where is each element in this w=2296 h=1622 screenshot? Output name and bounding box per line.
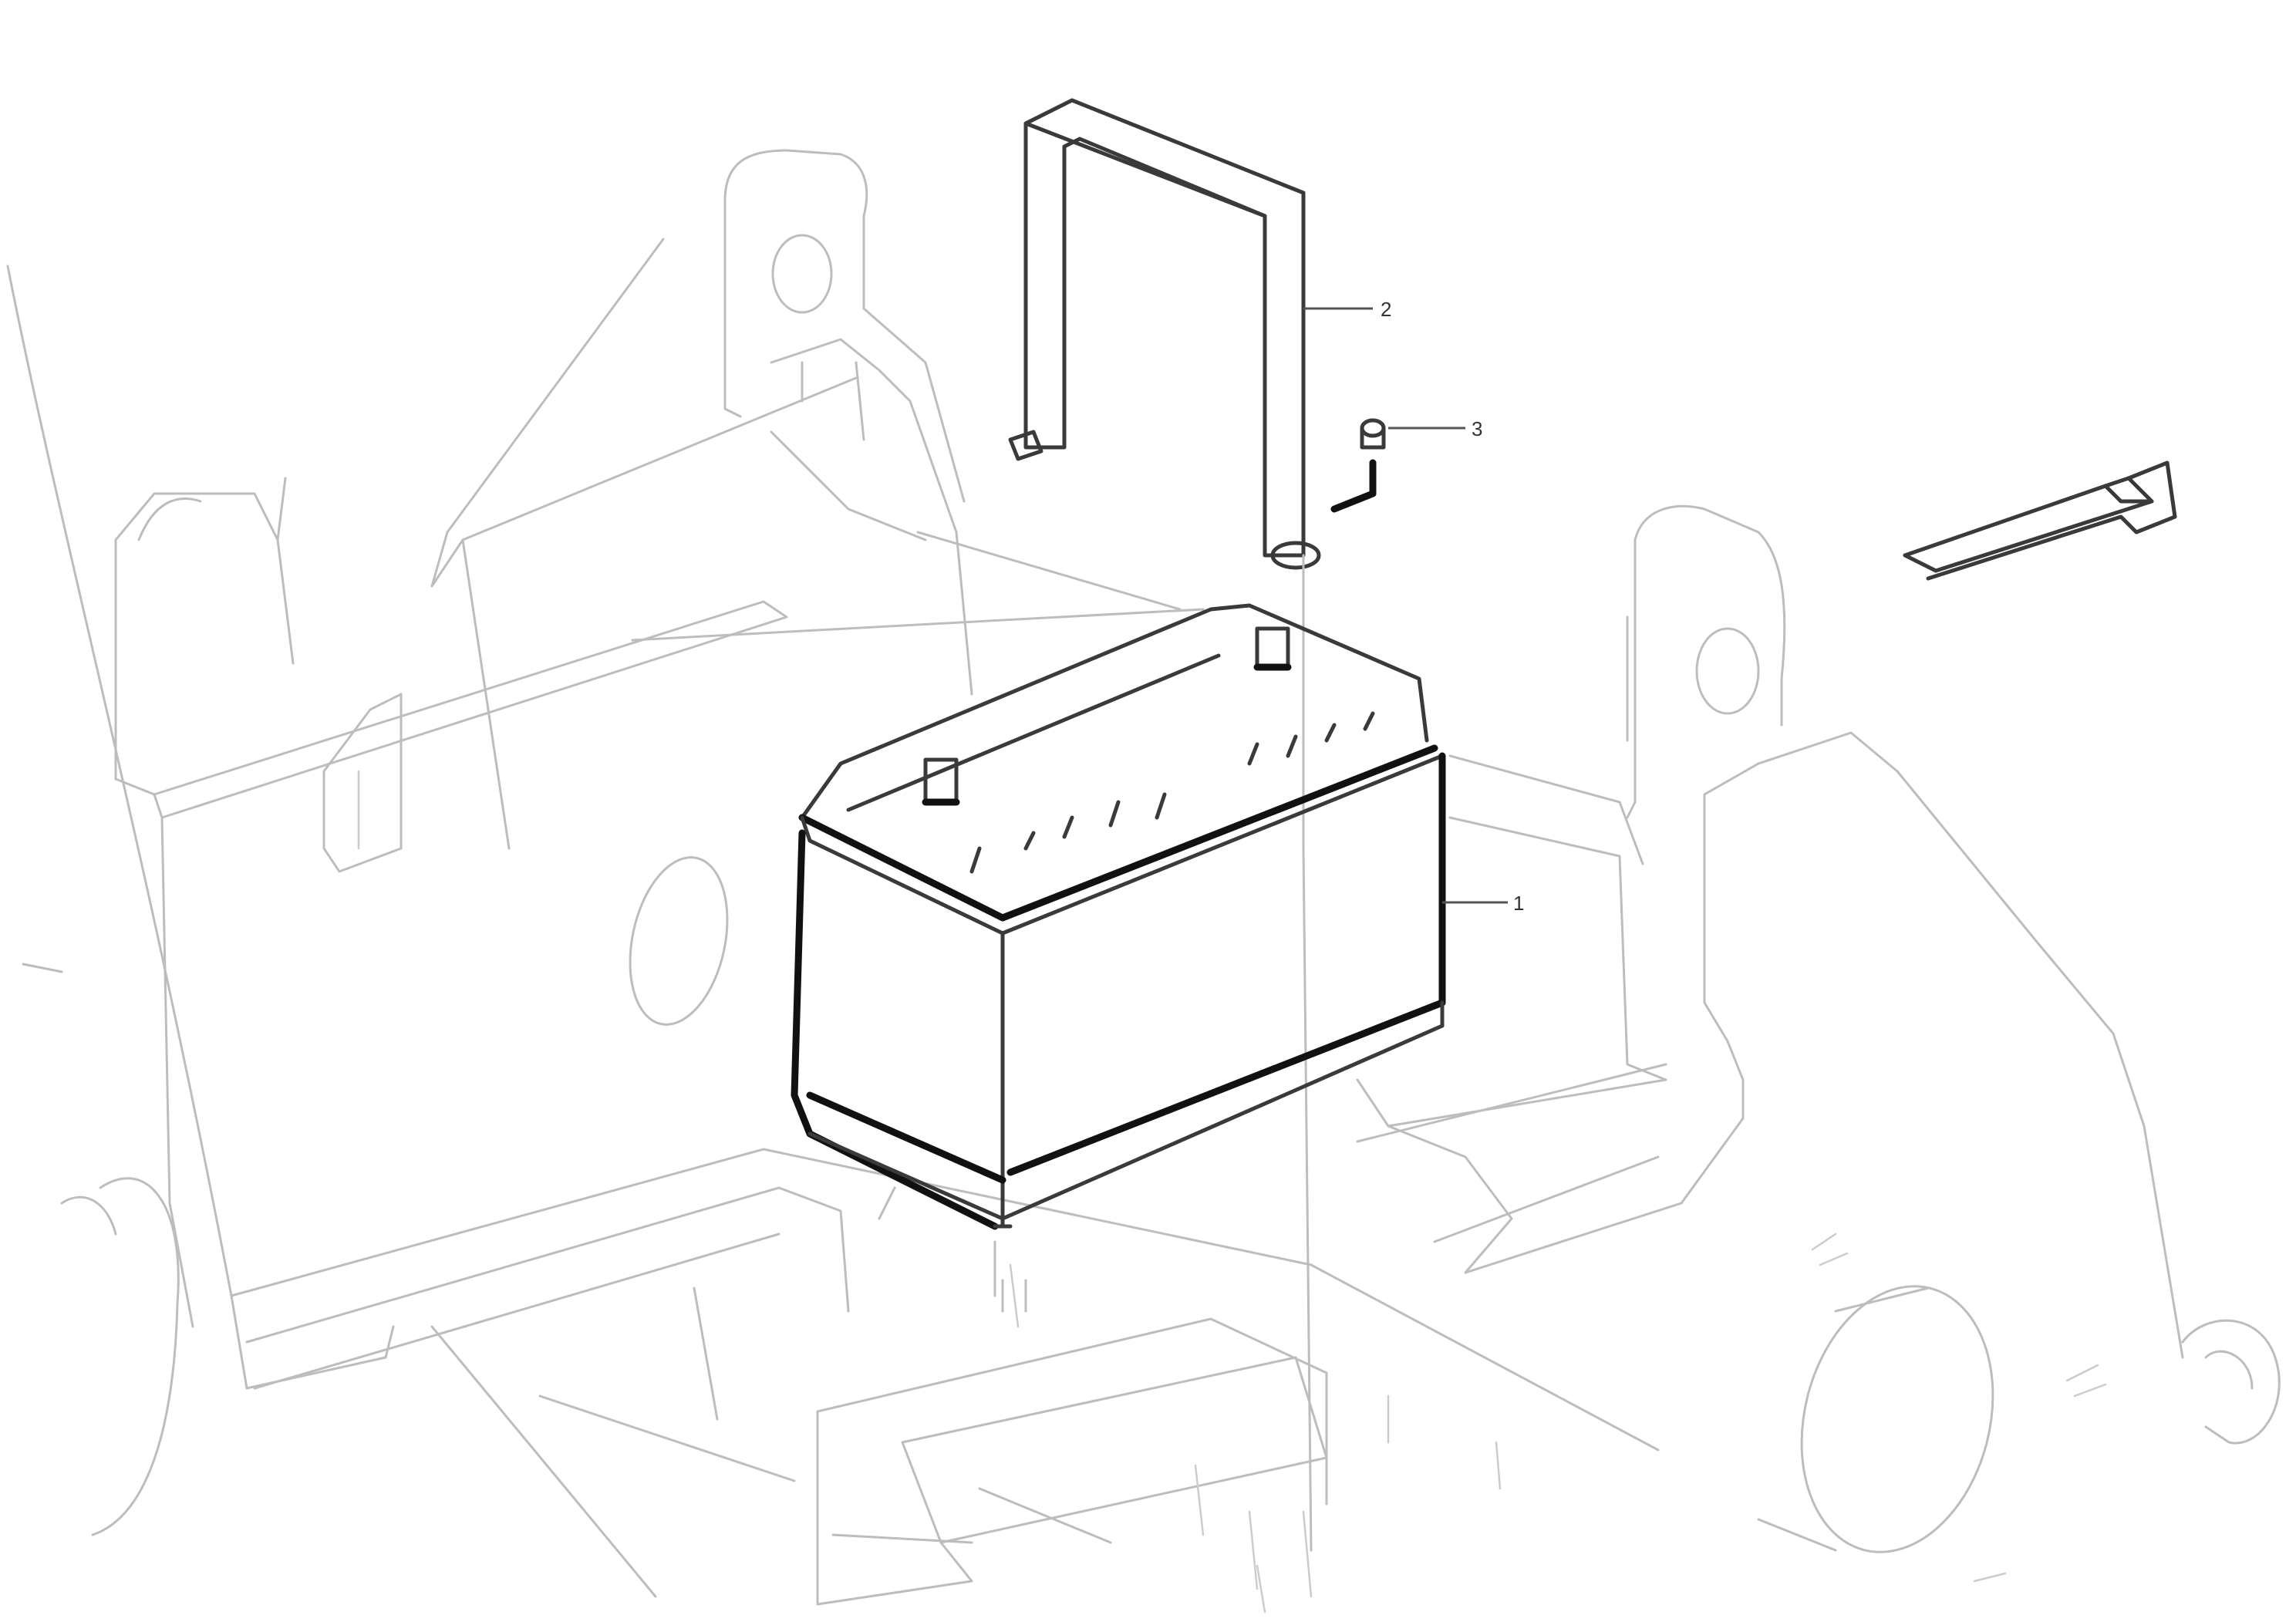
machine-frame [6, 149, 2281, 1614]
nut [1330, 418, 1386, 513]
callout-label-strap: 2 [1381, 298, 1391, 321]
callout-label-nut: 3 [1472, 417, 1482, 440]
battery [791, 603, 1446, 1230]
forward-arrow-icon [1903, 460, 2177, 581]
bolt-axis-line [1302, 554, 1313, 1552]
battery-strap [1008, 98, 1321, 570]
callouts: 2 3 1 [1303, 298, 1524, 915]
callout-label-battery: 1 [1513, 892, 1524, 915]
